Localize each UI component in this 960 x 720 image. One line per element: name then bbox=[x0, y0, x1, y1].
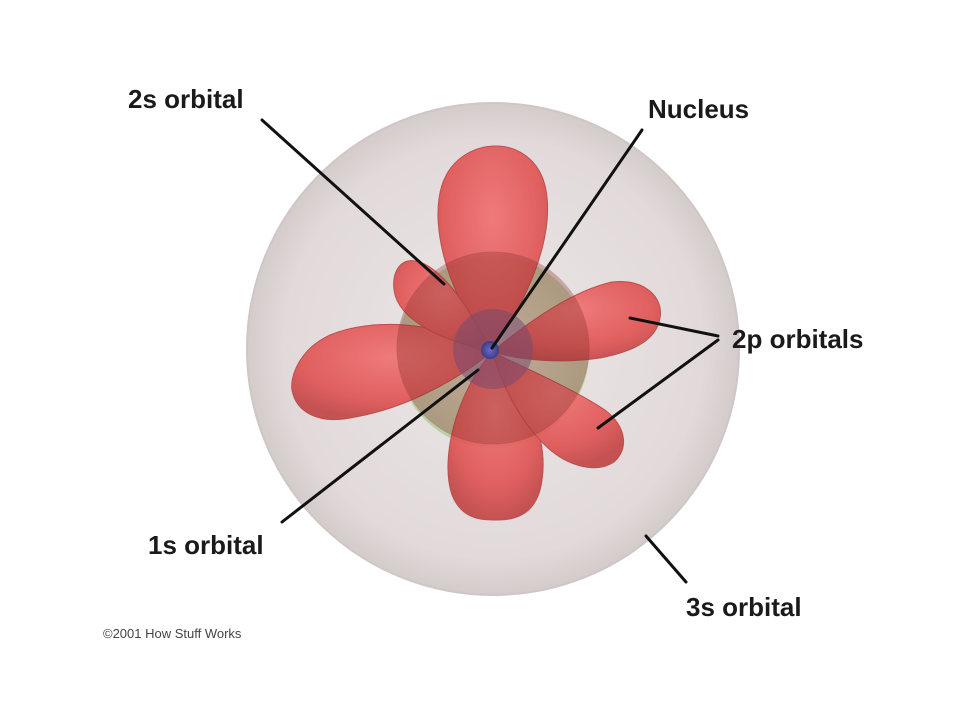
leader-1s bbox=[280, 368, 480, 524]
label-2s-orbital: 2s orbital bbox=[128, 84, 244, 114]
lobe-right bbox=[490, 280, 662, 362]
lobe-top bbox=[437, 145, 549, 351]
label-nucleus: Nucleus bbox=[648, 94, 749, 124]
lobe-lower-right bbox=[491, 351, 625, 469]
leader-2p-upper bbox=[628, 316, 720, 338]
label-1s-orbital: 1s orbital bbox=[148, 530, 264, 560]
leader-2s bbox=[260, 118, 446, 286]
label-2p-orbitals: 2p orbitals bbox=[732, 324, 863, 354]
orbitals-2p-lobes bbox=[291, 145, 662, 521]
leader-3s bbox=[644, 534, 688, 584]
lobe-left bbox=[291, 323, 493, 420]
leader-2p-lower bbox=[596, 338, 720, 430]
label-3s-orbital: 3s orbital bbox=[686, 592, 802, 622]
copyright-notice: ©2001 How Stuff Works bbox=[103, 626, 242, 641]
leader-nucleus bbox=[490, 128, 644, 350]
